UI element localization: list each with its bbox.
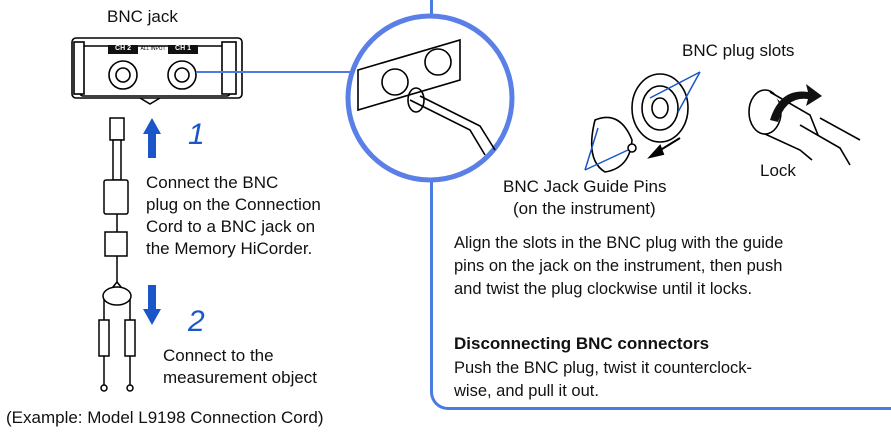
bnc-plug-slots-label: BNC plug slots (682, 41, 795, 60)
step-2-text: Connect to the measurement object (163, 346, 318, 387)
zoomed-jack (357, 38, 496, 156)
slot-pointer-lines (649, 71, 701, 113)
disconnect-title: Disconnecting BNC connectors (454, 334, 710, 353)
guide-pins-label: BNC Jack Guide Pins (503, 177, 667, 196)
step1-up-arrow (143, 118, 161, 158)
disconnect-instructions: Push the BNC plug, twist it counterclock… (454, 359, 753, 400)
ch1-label-bg (168, 45, 198, 54)
guide-pin-pointer-lines (584, 127, 629, 171)
lock-label: Lock (760, 161, 796, 180)
push-arrow-icon (647, 137, 681, 159)
bnc-jack-label: BNC jack (107, 7, 178, 26)
example-caption: (Example: Model L9198 Connection Cord) (6, 408, 324, 427)
step2-down-arrow (143, 285, 161, 325)
guide-pins-note: (on the instrument) (513, 199, 656, 218)
ch2-label: CH 2 (115, 45, 131, 52)
step-1-text: Connect the BNC plug on the Connection C… (146, 173, 321, 258)
instrument-front-panel (71, 37, 243, 105)
ch1-label: CH 1 (175, 45, 191, 52)
bnc-jack-ch1 (167, 60, 197, 90)
bnc-jack-ch2 (108, 60, 138, 90)
zoom-circle (345, 13, 515, 183)
rotate-arrow-icon (770, 84, 822, 122)
align-instructions: Align the slots in the BNC plug with the… (454, 234, 784, 298)
step-1-number: 1 (188, 118, 205, 151)
ch2-label-bg (108, 45, 138, 54)
instruction-panel (430, 0, 891, 410)
connection-cord (98, 117, 136, 392)
step-2-number: 2 (188, 305, 205, 338)
all-input-label: ALL INPUT (140, 46, 166, 52)
guide-pin-jack (590, 116, 637, 173)
bnc-plug-lock (748, 89, 861, 166)
